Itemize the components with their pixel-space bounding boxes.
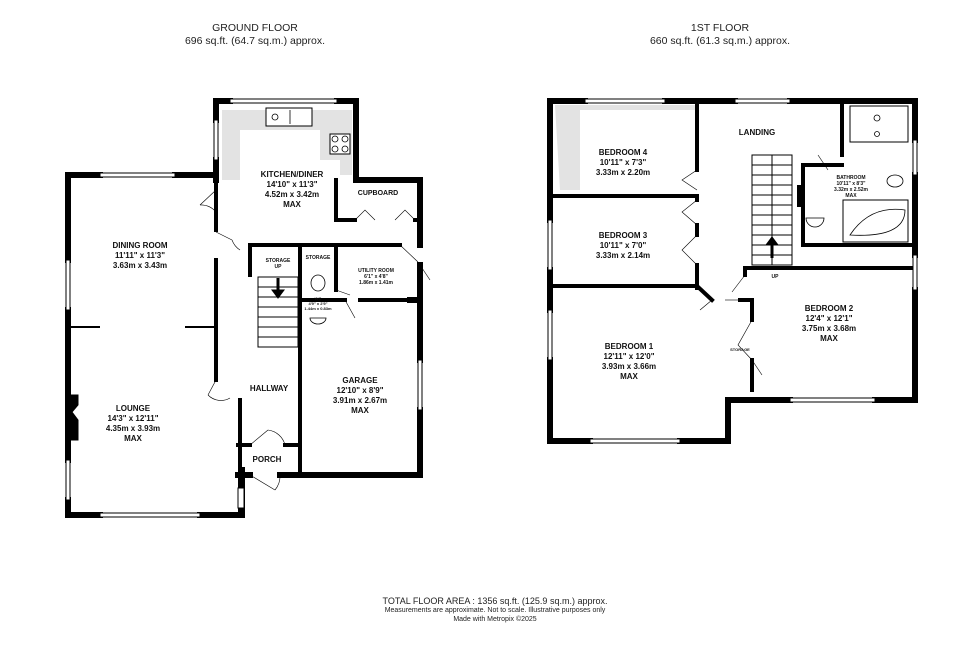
room-name: PORCH (252, 455, 282, 464)
room-name: BEDROOM 4 (598, 148, 648, 157)
room-label-garage: GARAGE 12'10" x 8'9" 3.91m x 2.67m MAX (333, 376, 387, 416)
room-dims-imperial: 4'9" x 2'9" (308, 301, 328, 306)
room-label-bedroom-3: BEDROOM 3 10'11" x 7'0" 3.33m x 2.14m (596, 231, 650, 261)
room-name: HALLWAY (249, 384, 289, 393)
room-dims-metric: 4.52m x 3.42m (264, 190, 320, 199)
room-label-cupboard: CUPBOARD (358, 190, 398, 198)
room-name: GARAGE (342, 376, 378, 385)
first-floor-area: 660 sq.ft. (61.3 sq.m.) approx. (649, 35, 791, 47)
room-label-bathroom: BATHROOM 10'11" x 8'3" 3.32m x 2.52m MAX (834, 175, 868, 199)
room-label-bedroom-2: BEDROOM 2 12'4" x 12'1" 3.75m x 3.68m MA… (802, 304, 856, 344)
room-label-wc: WC 4'9" x 2'9" 1.44m x 0.83m (304, 296, 331, 311)
room-name: STORAGE (730, 347, 750, 352)
stairs-up-label: UP (772, 274, 779, 280)
room-name: LANDING (738, 128, 776, 137)
room-label-landing: LANDING (739, 128, 775, 138)
room-dims-imperial: 14'3" x 12'11" (107, 414, 159, 423)
room-label-porch: PORCH (253, 455, 282, 465)
room-dims-metric: 3.93m x 3.66m (601, 362, 657, 371)
room-dims-metric: 3.91m x 2.67m (332, 396, 388, 405)
room-name: UTILITY ROOM (358, 268, 394, 274)
ground-floor-plan (65, 98, 431, 518)
room-dims-metric: 3.33m x 2.20m (595, 168, 651, 177)
room-dims-imperial: 10'11" x 7'0" (599, 241, 647, 250)
room-label-storage-first: STORAGE (730, 347, 750, 352)
footer: TOTAL FLOOR AREA : 1356 sq.ft. (125.9 sq… (330, 596, 660, 624)
room-dims-imperial: 12'10" x 8'9" (336, 386, 384, 395)
room-name: WC (314, 296, 322, 301)
room-name: UP (771, 274, 779, 280)
room-label-bedroom-4: BEDROOM 4 10'11" x 7'3" 3.33m x 2.20m (596, 148, 650, 178)
room-dims-metric: 3.75m x 3.68m (801, 324, 857, 333)
total-floor-area: TOTAL FLOOR AREA : 1356 sq.ft. (125.9 sq… (382, 596, 608, 606)
room-name: STORAGE (305, 255, 331, 261)
room-dims-note: MAX (845, 193, 857, 199)
room-name: KITCHEN/DINER (260, 170, 324, 179)
room-dims-metric: 4.35m x 3.93m (105, 424, 161, 433)
credit: Made with Metropix ©2025 (453, 616, 537, 623)
room-name: BEDROOM 1 (604, 342, 654, 351)
first-floor-plan (547, 98, 918, 444)
room-dims-imperial: 12'4" x 12'1" (805, 314, 853, 323)
room-dims-imperial: 14'10" x 11'3" (266, 180, 318, 189)
room-dims-metric: 3.32m x 2.52m (834, 187, 868, 193)
room-label-hallway: HALLWAY (250, 384, 288, 394)
disclaimer: Measurements are approximate. Not to sca… (384, 607, 606, 614)
ground-floor-title: GROUND FLOOR (212, 22, 298, 34)
room-name: DINING ROOM (112, 241, 168, 250)
room-name: LOUNGE (115, 404, 151, 413)
room-dims-note: MAX (620, 372, 638, 381)
stairs-up-label: UP (274, 264, 282, 270)
room-dims-note: MAX (820, 334, 838, 343)
first-floor-header: 1ST FLOOR 660 sq.ft. (61.3 sq.m.) approx… (610, 22, 830, 48)
room-label-lounge: LOUNGE 14'3" x 12'11" 4.35m x 3.93m MAX (106, 404, 160, 444)
room-dims-metric: 1.44m x 0.83m (304, 306, 332, 311)
room-name: STORAGE (265, 258, 291, 264)
room-label-utility-room: UTILITY ROOM 6'1" x 4'8" 1.86m x 1.41m (358, 268, 394, 286)
ground-floor-area: 696 sq.ft. (64.7 sq.m.) approx. (184, 35, 326, 47)
room-dims-imperial: 12'11" x 12'0" (603, 352, 655, 361)
room-name: BATHROOM (836, 175, 866, 181)
room-dims-metric: 1.86m x 1.41m (359, 280, 393, 286)
room-name: BEDROOM 2 (804, 304, 854, 313)
room-label-storage: STORAGE (306, 255, 331, 261)
room-name: BEDROOM 3 (598, 231, 648, 240)
ground-floor-header: GROUND FLOOR 696 sq.ft. (64.7 sq.m.) app… (150, 22, 360, 48)
room-dims-note: MAX (351, 406, 369, 415)
room-name: CUPBOARD (357, 190, 399, 197)
room-dims-imperial: 11'11" x 11'3" (114, 251, 166, 260)
room-dims-metric: 3.33m x 2.14m (595, 251, 651, 260)
room-dims-note: MAX (124, 434, 142, 443)
room-dims-imperial: 10'11" x 7'3" (599, 158, 647, 167)
room-dims-metric: 3.63m x 3.43m (112, 261, 168, 270)
room-dims-imperial: 10'11" x 8'3" (836, 181, 866, 187)
first-floor-title: 1ST FLOOR (690, 22, 750, 34)
room-label-storage-up: STORAGE UP (266, 258, 291, 270)
room-dims-imperial: 6'1" x 4'8" (364, 274, 388, 280)
room-label-kitchen-diner: KITCHEN/DINER 14'10" x 11'3" 4.52m x 3.4… (261, 170, 324, 210)
room-dims-note: MAX (283, 200, 301, 209)
room-label-bedroom-1: BEDROOM 1 12'11" x 12'0" 3.93m x 3.66m M… (602, 342, 656, 382)
room-label-dining-room: DINING ROOM 11'11" x 11'3" 3.63m x 3.43m (112, 241, 167, 271)
